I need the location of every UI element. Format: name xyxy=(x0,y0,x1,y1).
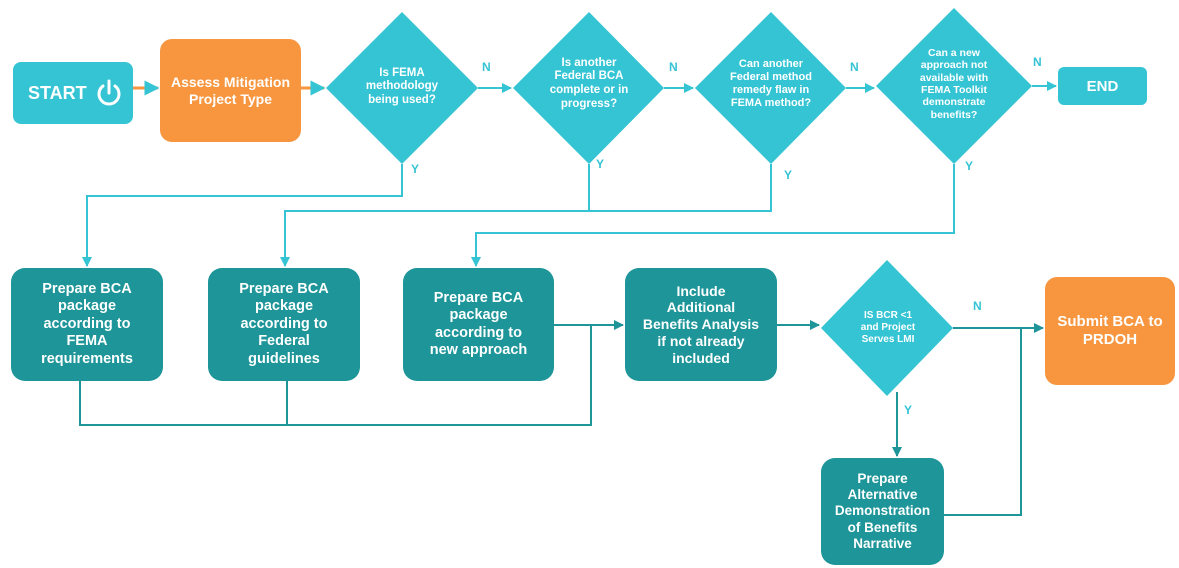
process-new-approach: Prepare BCA package according to new app… xyxy=(403,268,554,381)
end-node: END xyxy=(1058,67,1147,105)
decision-remedy-flaw-text: Can another Federal method remedy flaw i… xyxy=(730,58,812,109)
connector-narrative-to-submit xyxy=(944,328,1022,516)
edge-label-yes-3: Y xyxy=(784,168,793,182)
process-alternative-narrative: Prepare Alternative Demonstration of Ben… xyxy=(821,458,944,565)
edge-label-yes-5: Y xyxy=(904,403,913,417)
connector-decision3-yes xyxy=(589,164,772,212)
process-alternative-narrative-text: Prepare Alternative Demonstration of Ben… xyxy=(834,471,931,551)
decision-remedy-flaw-shape xyxy=(695,12,846,164)
decision-new-approach-shape xyxy=(876,8,1032,164)
decision-fema-methodology-text: Is FEMA methodology being used? xyxy=(365,66,439,106)
process-federal-guidelines-text: Prepare BCA package according to Federal… xyxy=(239,281,329,367)
process-new-approach-text: Prepare BCA package according to new app… xyxy=(429,289,528,358)
decision-new-approach-text: Can a new approach not available with FE… xyxy=(919,46,989,121)
edge-label-yes-1: Y xyxy=(411,162,420,176)
assess-mitigation-label: Assess Mitigation Project Type xyxy=(170,73,291,107)
process-fema-requirements: Prepare BCA package according to FEMA re… xyxy=(11,268,163,381)
submit-bca-label: Submit BCA to PRDOH xyxy=(1057,313,1163,348)
end-label: END xyxy=(1086,77,1119,95)
edge-label-no-2: N xyxy=(669,60,678,74)
submit-bca-node: Submit BCA to PRDOH xyxy=(1045,277,1175,385)
arrow-decision2-yes-to-federal-package xyxy=(280,164,590,267)
decision-bcr-lmi-text: IS BCR <1 and Project Serves LMI xyxy=(860,310,916,345)
process-fema-requirements-text: Prepare BCA package according to FEMA re… xyxy=(41,281,133,367)
process-additional-benefits: Include Additional Benefits Analysis if … xyxy=(625,268,777,381)
edge-label-no-1: N xyxy=(482,60,491,74)
start-node: START xyxy=(13,62,133,124)
arrow-decision1-yes-to-fema-package xyxy=(82,164,403,267)
edge-label-no-5: N xyxy=(973,299,982,313)
decision-another-federal-bca-text: Is another Federal BCA complete or in pr… xyxy=(549,56,629,110)
process-additional-benefits-text: Include Additional Benefits Analysis if … xyxy=(642,282,760,366)
decision-bcr-lmi-shape xyxy=(821,260,953,396)
assess-mitigation-node: Assess Mitigation Project Type xyxy=(160,39,301,142)
edge-label-no-4: N xyxy=(1033,55,1042,69)
process-federal-guidelines: Prepare BCA package according to Federal… xyxy=(208,268,360,381)
decision-fema-methodology-shape xyxy=(326,12,478,164)
edge-label-yes-2: Y xyxy=(596,157,605,171)
power-icon xyxy=(97,79,121,106)
connector-bottom-merge xyxy=(79,325,592,426)
arrow-decision4-yes-to-new-approach xyxy=(471,164,955,267)
edge-label-yes-4: Y xyxy=(965,159,974,173)
start-label: START xyxy=(28,82,87,103)
edge-label-no-3: N xyxy=(850,60,859,74)
decision-another-federal-bca-shape xyxy=(513,12,664,164)
